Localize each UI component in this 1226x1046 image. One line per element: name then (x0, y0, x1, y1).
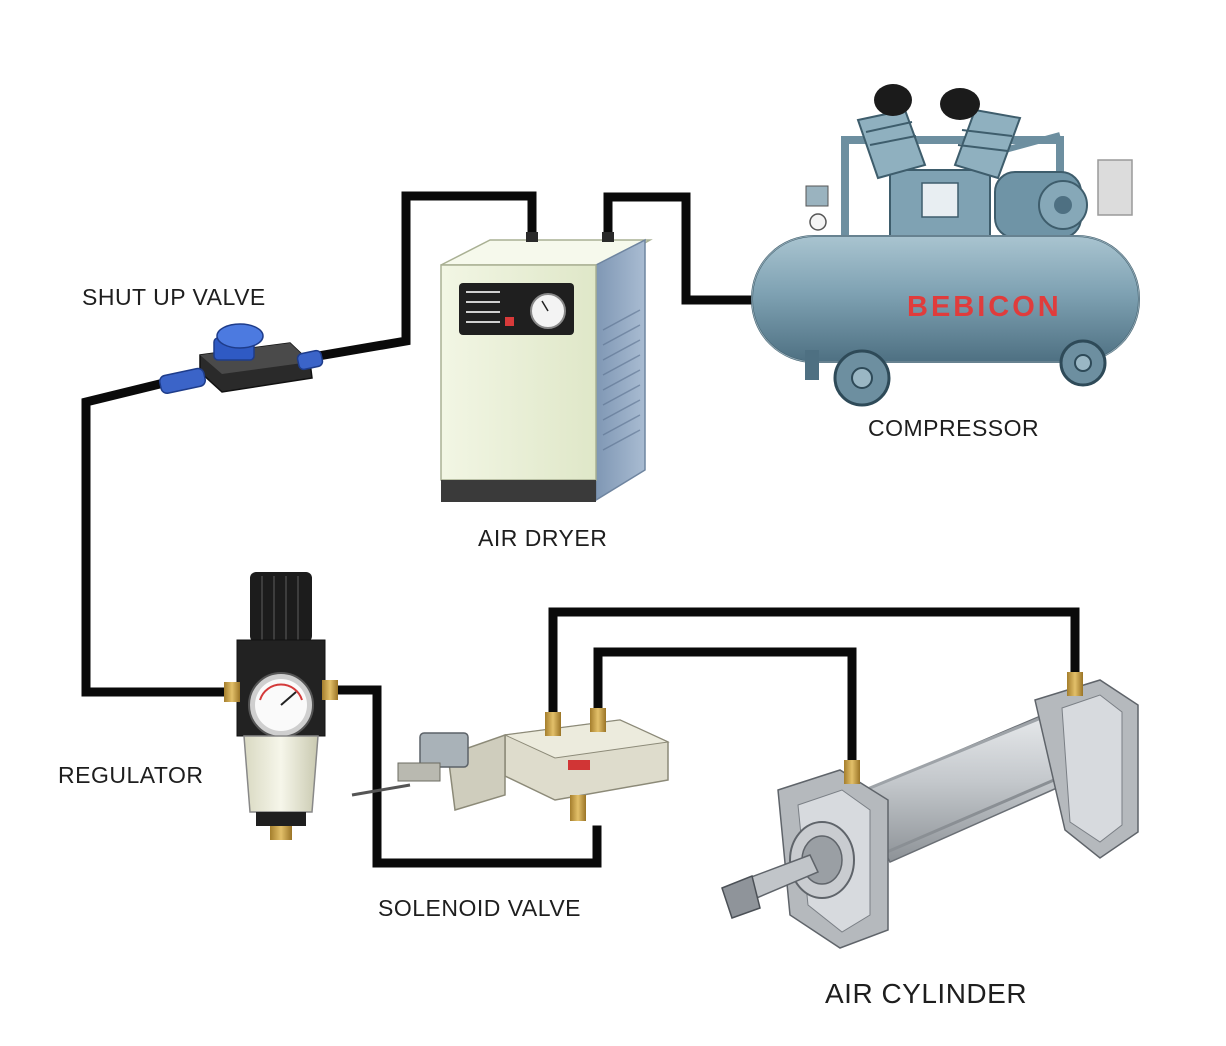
air-dryer-unit (440, 232, 653, 502)
shut-up-valve-label: SHUT UP VALVE (82, 284, 266, 310)
solenoid-valve-unit (351, 708, 670, 821)
pipe-valve-to-regulator (81, 375, 237, 697)
solenoid-valve-label: SOLENOID VALVE (378, 895, 581, 921)
air-pipes (81, 191, 1080, 868)
pipe-compressor-to-dryer (603, 192, 757, 305)
pipe-dryer-to-valve (312, 191, 537, 362)
compressor-brand-text: BEBICON (907, 291, 1062, 323)
regulator-unit (224, 572, 338, 840)
air-cylinder-label: AIR CYLINDER (825, 978, 1028, 1009)
pipe-solenoid-to-cylinder-rear (548, 607, 1080, 721)
shut-up-valve-unit (158, 323, 324, 395)
regulator-label: REGULATOR (58, 762, 204, 788)
compressor-unit: BEBICON (751, 84, 1140, 407)
air-cylinder-unit (721, 672, 1139, 949)
pipe-regulator-to-solenoid (325, 685, 602, 868)
compressor-label: COMPRESSOR (868, 415, 1040, 441)
pipe-solenoid-to-cylinder-front (593, 647, 857, 767)
air-dryer-label: AIR DRYER (478, 525, 608, 551)
